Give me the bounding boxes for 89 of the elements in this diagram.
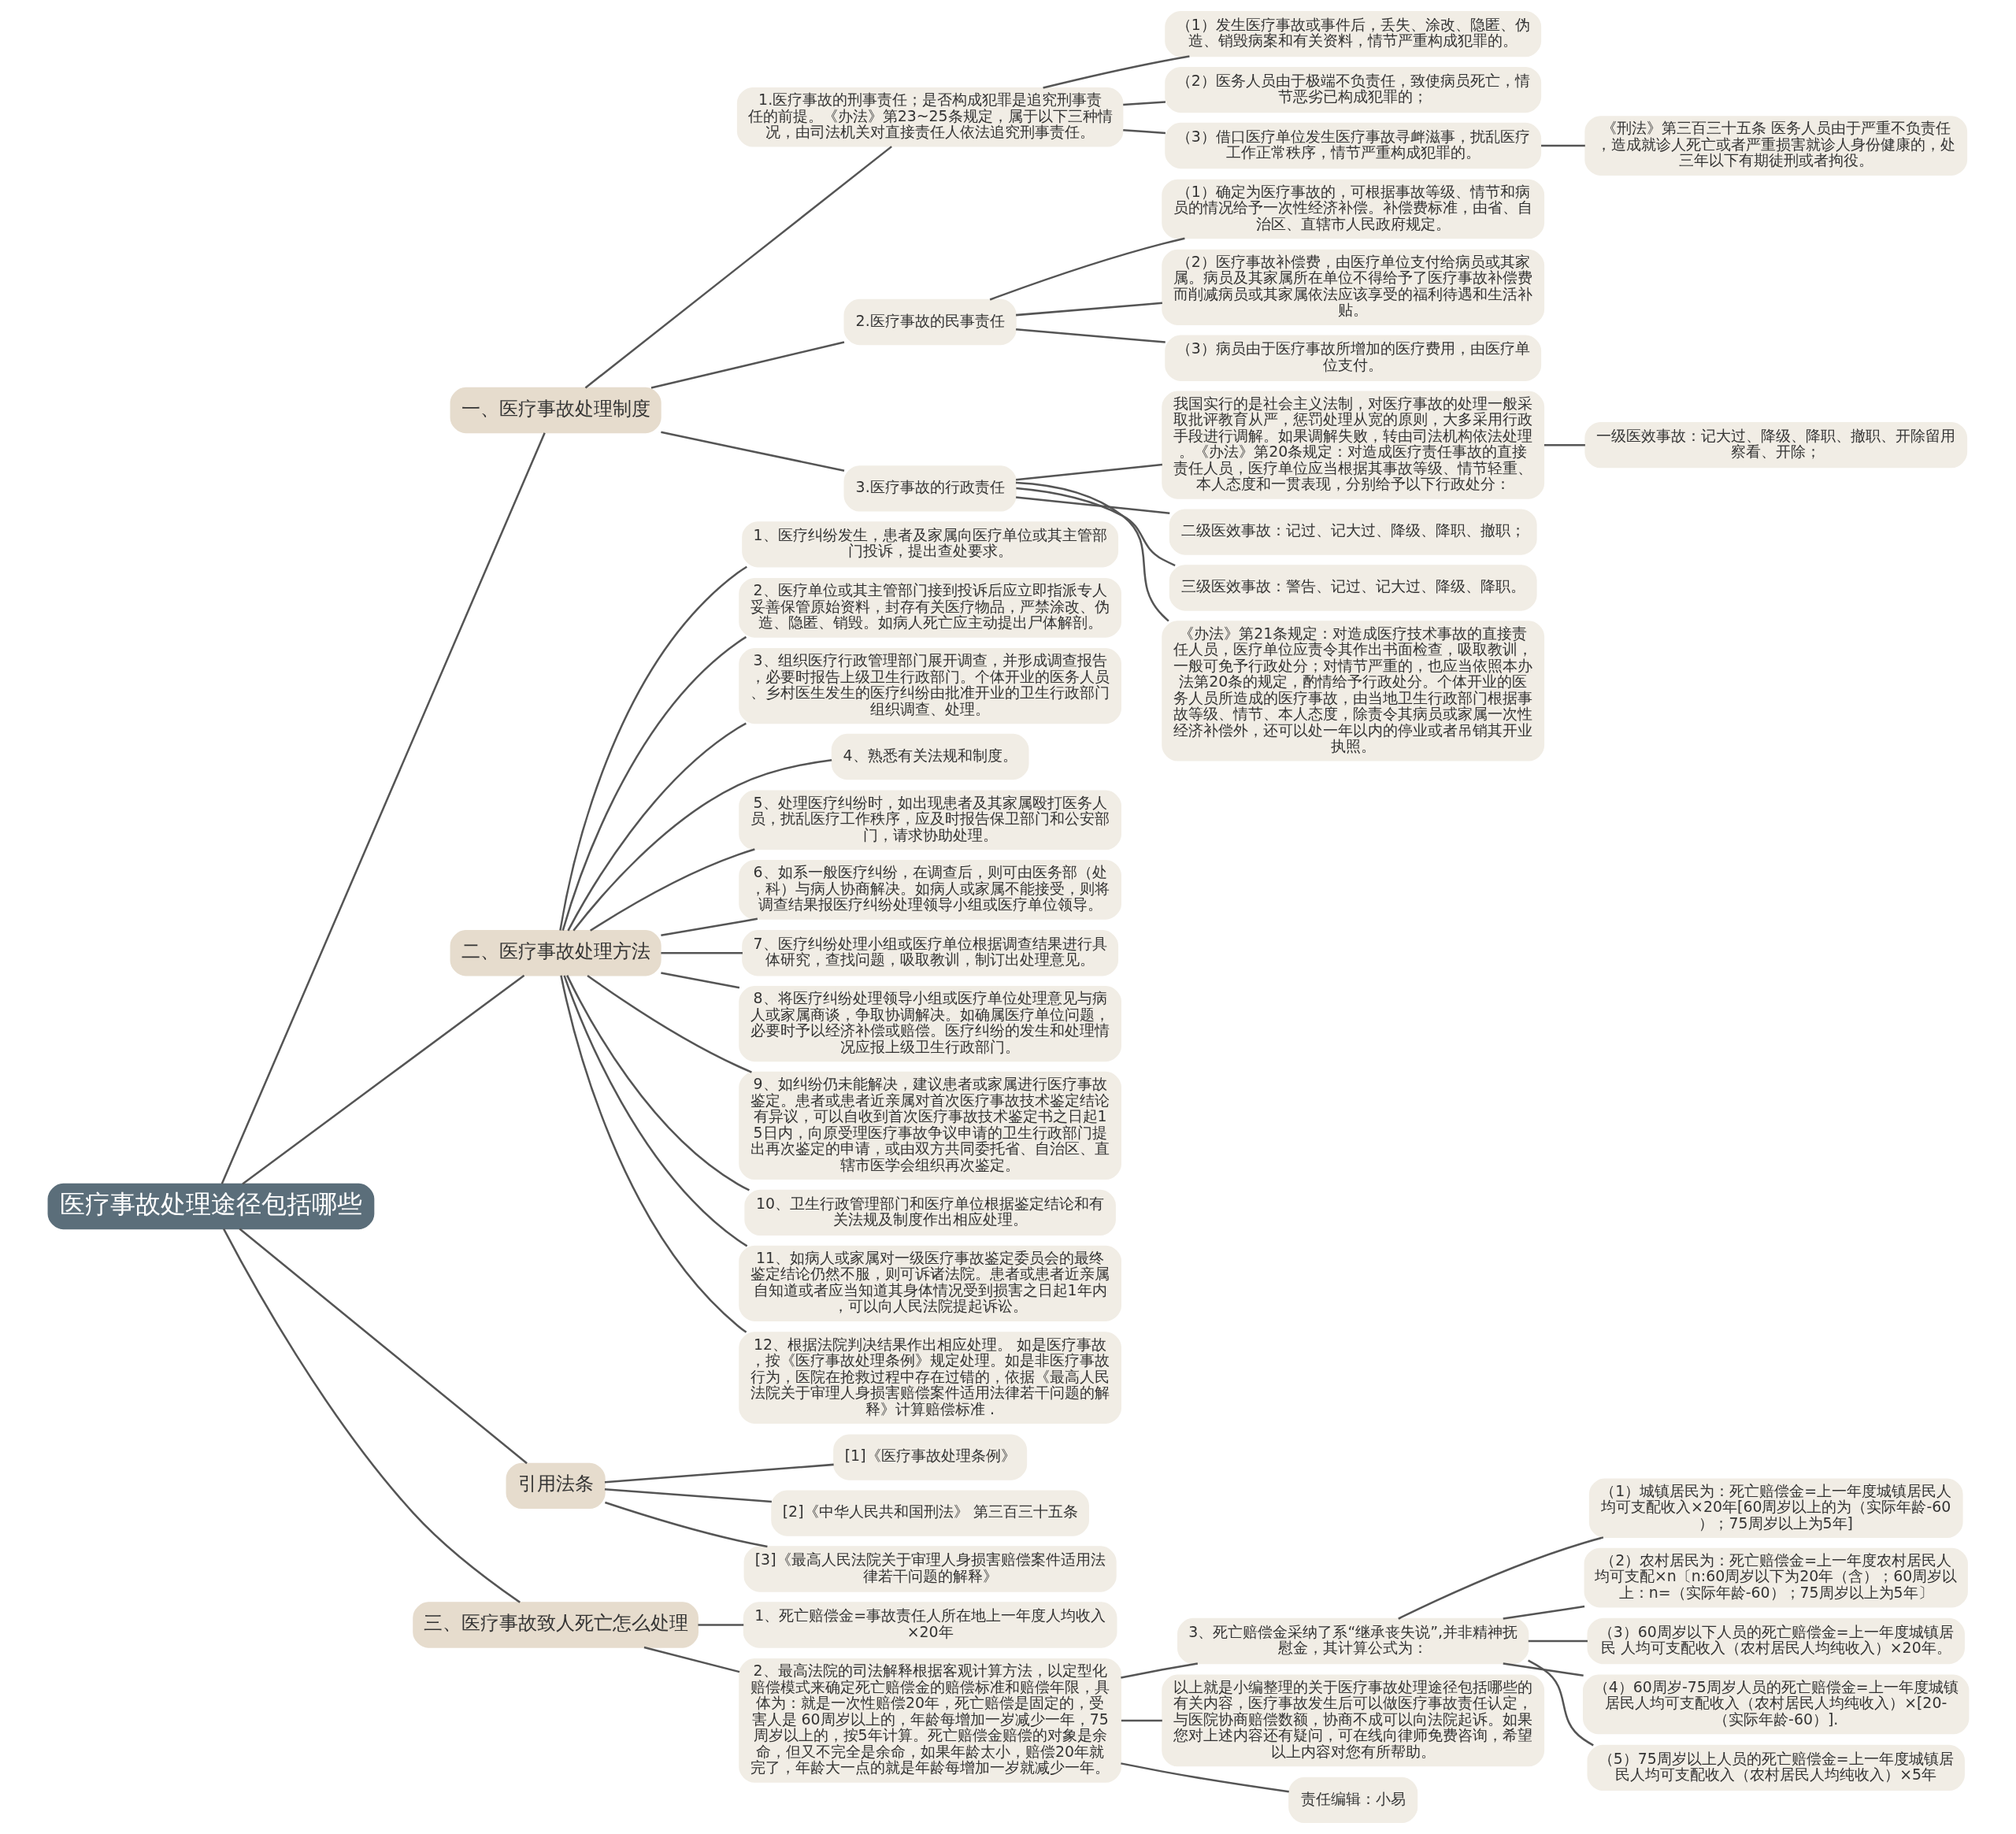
connector [566, 722, 747, 932]
connector [660, 972, 739, 989]
node-box: 以上就是小编整理的关于医疗事故处理途径包括哪些的有关内容，医疗事故发生后可以做医疗事故责任认定，与医院协商赔偿数额，协商不成可以向法院起诉。如果您对上述内容还有疑问，可在线向律师免费咨询，希望以上内容对您有所帮助。 [1161, 1674, 1544, 1767]
node-box: （2）医务人员由于极端不负责任，致使病员死亡，情节恶劣已构成犯罪的； [1164, 66, 1541, 113]
connector [1015, 463, 1162, 481]
node-box: 6、如系一般医疗纠纷，在调查后，则可由医务部（处，科）与病人协商解决。如病人或家属不能接受，则将调查结果报医疗纠纷处理领导小组或医疗单位领导。 [738, 859, 1121, 920]
connector [222, 1228, 521, 1603]
connector [1015, 328, 1166, 343]
connector [1120, 1662, 1198, 1679]
node-box: 三级医效事故：警告、记过、记大过、降级、降职。 [1169, 565, 1537, 611]
node-box: 《刑法》第三百三十五条 医务人员由于严重不负责任，造成就诊人死亡或者严重损害就诊人身份健康的，处三年以下有期徒刑或者拘役。 [1584, 116, 1967, 176]
node-box: 7、医疗纠纷处理小组或医疗单位根据调查结果进行具体研究，查找问题，吸取教训，制订出处理意见。 [741, 930, 1118, 976]
node-box: （3）借口医疗单位发生医疗事故寻衅滋事，扰乱医疗工作正常秩序，情节严重构成犯罪的。 [1164, 122, 1541, 169]
connector [1122, 101, 1166, 106]
node-box: （1）发生医疗事故或事件后，丢失、涂改、隐匿、伪造、销毁病案和有关资料，情节严重构成犯罪的。 [1164, 10, 1541, 57]
node-box: 11、如病人或家属对一级医疗事故鉴定委员会的最终鉴定结论仍然不服，则可诉诸法院。患者或患者近亲属自知道或者应当知道其身体情况受到损害之日起1年内，可以向人民法院提起诉讼。 [738, 1245, 1121, 1321]
connector [586, 974, 752, 1073]
node-box: 引用法条 [506, 1462, 606, 1510]
connector [660, 431, 844, 472]
node-box: 2、最高法院的司法解释根据客观计算方法，以定型化赔偿模式来确定死亡赔偿金的赔偿标准和赔偿年限，具体为：就是一次性赔偿20年，死亡赔偿是固定的，受害人是 60周岁以上的，年龄每增加一岁减少一年，75周岁以上的，按5年计算。死亡赔偿金赔偿的对象是余命，但又不完全是余命，如果年龄太小，赔偿20年就完了，年龄大一点的就是年龄每增加一岁就减少一年。 [738, 1658, 1121, 1783]
node-box: 5、处理医疗纠纷时，如出现患者及其家属殴打医务人员，扰乱医疗工作秩序，应及时报告保卫部门和公安部门，请求协助处理。 [738, 790, 1121, 850]
connector [604, 1501, 768, 1548]
node-box: 8、将医疗纠纷处理领导小组或医疗单位处理意见与病人或家属商谈，争取协调解决。如确属医疗单位问题，必要时予以经济补偿或赔偿。医疗纠纷的发生和处理情况应报上级卫生行政部门。 [738, 986, 1121, 1062]
connector [220, 432, 546, 1184]
connector [1503, 1662, 1584, 1677]
connector [584, 146, 892, 389]
connector [239, 1228, 528, 1465]
connector [562, 975, 747, 1247]
node-box: 3、组织医疗行政管理部门展开调查，并形成调查报告，必要时报告上级卫生行政部门。个体开业的医务人员、乡村医生发生的医疗纠纷由批准开业的卫生行政部门组织调查、处理。 [738, 648, 1121, 724]
connector [643, 1646, 739, 1673]
connector [989, 237, 1185, 301]
node-box: [2]《中华人民共和国刑法》 第三百三十五条 [770, 1490, 1089, 1536]
connector [589, 848, 755, 932]
node-box: 一级医效事故：记大过、降级、降职、撤职、开除留用察看、开除； [1584, 422, 1967, 469]
node-box: 9、如纠纷仍未能解决，建议患者或家属进行医疗事故鉴定。患者或患者近亲属对首次医疗事故技术鉴定结论有异议，可以自收到首次医疗事故技术鉴定书之日起15日内，向原受理医疗事故争议申请的卫生行政部门提出再次鉴定的申请，或由双方共同委托省、自治区、直辖市医学会组织再次鉴定。 [738, 1071, 1121, 1180]
connector [1527, 1659, 1594, 1747]
node-box: （2）医疗事故补偿费，由医疗单位支付给病员或其家属。病员及其家属所在单位不得给予了医疗事故补偿费而削减病员或其家属依法应该享受的福利待遇和生活补贴。 [1161, 249, 1544, 325]
node-box: 责任编辑：小易 [1288, 1777, 1418, 1824]
connector [565, 975, 750, 1191]
node-box: 三、医疗事故致人死亡怎么处理 [412, 1602, 699, 1648]
connector [650, 341, 844, 389]
connector [1042, 55, 1190, 89]
connector [1544, 443, 1585, 446]
node-box: [1]《医疗事故处理条例》 [832, 1434, 1027, 1480]
node-box: 4、熟悉有关法规和制度。 [831, 733, 1029, 780]
connector [604, 1463, 834, 1484]
connector [604, 1488, 772, 1503]
connector [660, 952, 743, 954]
connector [558, 565, 747, 931]
node-box: （4）60周岁-75周岁人员的死亡赔偿金=上一年度城镇居民人均可支配收入（农村居民人均纯收入）×[20-（实际年龄-60）]. [1582, 1674, 1969, 1735]
node-box: 1、死亡赔偿金=事故责任人所在地上一年度人均收入×20年 [743, 1602, 1117, 1648]
connector [1540, 144, 1585, 147]
connector [660, 917, 758, 936]
connector [559, 975, 747, 1333]
node-box: （3）病员由于医疗事故所增加的医疗费用，由医疗单位支付。 [1164, 335, 1541, 381]
connector [697, 1624, 743, 1626]
connector [1120, 1762, 1289, 1793]
node-box: （1）城镇居民为：死亡赔偿金=上一年度城镇居民人均可支配收入×20年[60周岁以上的为（实际年龄-60）；75周岁以上为5年] [1588, 1478, 1963, 1539]
node-box: （3）60周岁以下人员的死亡赔偿金=上一年度城镇居民 人均可支配收入（农村居民人均纯收入）×20年。 [1587, 1617, 1965, 1665]
node-box: 医疗事故处理途径包括哪些 [47, 1183, 374, 1230]
node-box: 3.医疗事故的行政责任 [843, 465, 1017, 512]
node-box: 2、医疗单位或其主管部门接到投诉后应立即指派专人妥善保管原始资料，封存有关医疗物品，严禁涂改、伪造、隐匿、销毁。如病人死亡应主动提出尸体解剖。 [738, 577, 1121, 638]
node-box: （2）农村居民为：死亡赔偿金=上一年度农村居民人均可支配×n〔n:60周岁以下为20年（含）；60周岁以上：n=（实际年龄-60）；75周岁以上为5年〕 [1584, 1547, 1968, 1608]
connector [572, 758, 832, 932]
connector [1121, 1719, 1162, 1722]
node-box: 1、医疗纠纷发生，患者及家属向医疗单位或其主管部门投诉，提出查处要求。 [741, 521, 1118, 568]
connector [1122, 129, 1166, 135]
node-box: 《办法》第21条规定：对造成医疗技术事故的直接责任人员，医疗单位应责令其作出书面检查，吸取教训，一般可免予行政处分；对情节严重的，也应当依照本办法第20条的规定，酌情给予行政处分。个体开业的医务人员所造成的医疗事故，由当地卫生行政部门根据事故等级、情节、本人态度，除责令其病员或家属一次性经济补偿外，还可以处一年以内的停业或者吊销其开业执照。 [1161, 621, 1544, 761]
node-box: [3]《最高人民法院关于审理人身损害赔偿案件适用法律若干问题的解释》 [743, 1546, 1117, 1592]
connector [241, 974, 524, 1185]
node-box: 3、死亡赔偿金采纳了系“继承丧失说”,并非精神抚慰金，其计算公式为： [1177, 1617, 1529, 1665]
connector [1015, 481, 1169, 622]
connector [1015, 496, 1169, 514]
connector [1015, 487, 1176, 567]
connector [561, 635, 747, 932]
node-box: 2.医疗事故的民事责任 [843, 298, 1017, 346]
node-box: 12、根据法院判决结果作出相应处理。 如是医疗事故，按《医疗事故处理条例》规定处理。如是非医疗事故行为，医院在抢救过程中存在过错的，依据《最高人民法院关于审理人身损害赔偿案件适用法律若干问题的解释》计算赔偿标准 . [738, 1332, 1121, 1424]
node-box: （5）75周岁以上人员的死亡赔偿金=上一年度城镇居民人均可支配收入（农村居民人均纯收入）×5年 [1587, 1744, 1965, 1791]
connector [1528, 1639, 1588, 1643]
node-box: 二级医效事故：记过、记大过、降级、降职、撤职； [1169, 509, 1537, 555]
node-box: 二、医疗事故处理方法 [450, 930, 662, 976]
node-box: 一、医疗事故处理制度 [450, 387, 662, 434]
node-box: （1）确定为医疗事故的，可根据事故等级、情节和病员的情况给予一次性经济补偿。补偿费标准，由省、自治区、直辖市人民政府规定。 [1161, 179, 1544, 239]
node-box: 我国实行的是社会主义法制，对医疗事故的处理一般采取批评教育从严，惩罚处理从宽的原则，大多采用行政手段进行调解。如果调解失败，转由司法机构依法处理。《办法》第20条规定：对造成医疗责任事故的直接责任人员，医疗单位应当根据其事故等级、情节轻重、本人态度和一贯表现，分别给予以下行政处分： [1161, 391, 1544, 499]
node-box: 10、卫生行政管理部门和医疗单位根据鉴定结论和有关法规及制度作出相应处理。 [743, 1189, 1116, 1236]
connector [1015, 302, 1162, 317]
node-box: 1.医疗事故的刑事责任；是否构成犯罪是追究刑事责任的前提。《办法》第23~25条规定，属于以下三种情况，由司法机关对直接责任人依法追究刑事责任。 [736, 87, 1123, 147]
connector [1397, 1536, 1603, 1620]
connector [1503, 1605, 1584, 1620]
